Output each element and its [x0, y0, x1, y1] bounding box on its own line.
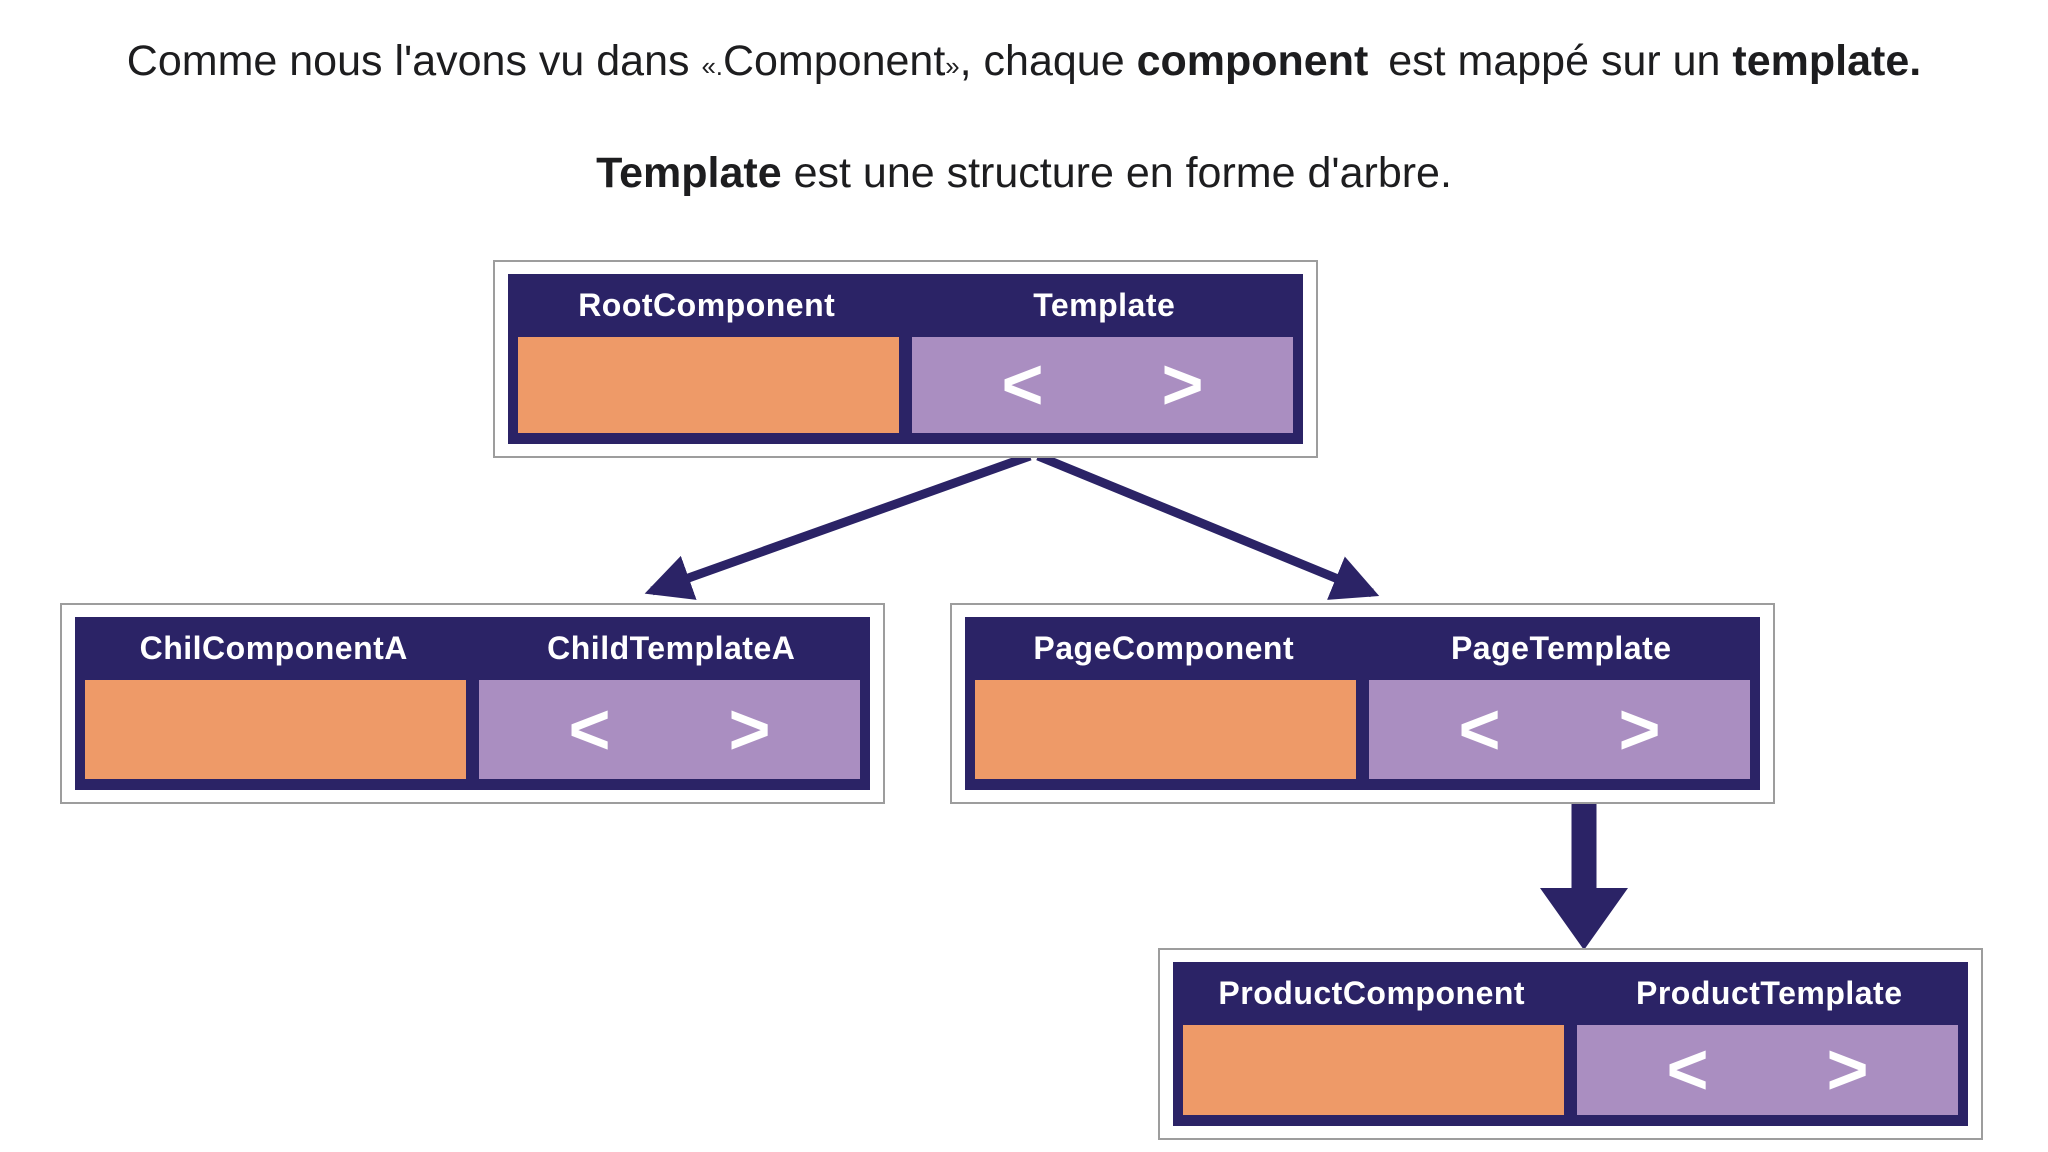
component-cell — [1183, 1025, 1564, 1115]
node-body: < > — [508, 337, 1303, 444]
template-label: PageTemplate — [1450, 630, 1672, 666]
template-cell: < > — [1577, 1025, 1958, 1115]
component-label: ProductComponent — [1218, 975, 1526, 1011]
node-pagecomponent-panel: PageComponent PageTemplate < > — [965, 617, 1760, 790]
intro-bold-component: component — [1136, 37, 1369, 85]
node-chilcomponenta-panel: ChilComponentA ChildTemplateA < > — [75, 617, 870, 790]
node-header: ChilComponentA ChildTemplateA — [75, 617, 870, 680]
left-angle-bracket-icon: < — [1001, 345, 1044, 425]
arrow-root-to-childtemplatea — [644, 451, 1032, 600]
intro-text-1: Comme nous l'avons vu dans — [126, 37, 702, 85]
intro-text-2: , chaque — [959, 37, 1137, 85]
node-header: PageComponent PageTemplate — [965, 617, 1760, 680]
component-cell — [518, 337, 899, 433]
subtitle-paragraph: Template est une structure en forme d'ar… — [0, 148, 2048, 200]
arrow-page-to-product-head — [1540, 888, 1628, 950]
subtitle-text: est une structure en forme d'arbre. — [781, 149, 1452, 197]
template-cell: < > — [479, 680, 860, 779]
component-label: ChilComponentA — [139, 630, 408, 666]
node-body: < > — [1173, 1025, 1968, 1126]
intro-quoted-word: Component — [722, 37, 946, 85]
template-cell: < > — [1369, 680, 1750, 779]
node-body: < > — [965, 680, 1760, 790]
intro-bold-template: template. — [1732, 37, 1922, 85]
component-cell — [975, 680, 1356, 779]
component-cell — [85, 680, 466, 779]
template-label: ChildTemplateA — [547, 630, 796, 666]
right-angle-bracket-icon: > — [1826, 1030, 1869, 1110]
subtitle-bold-template: Template — [596, 149, 782, 197]
node-body: < > — [75, 680, 870, 790]
right-angle-bracket-icon: > — [728, 689, 771, 770]
left-angle-bracket-icon: < — [1666, 1030, 1709, 1110]
node-rootcomponent: RootComponent Template < > — [493, 260, 1318, 458]
right-angle-bracket-icon: > — [1161, 345, 1204, 425]
node-chilcomponenta: ChilComponentA ChildTemplateA < > — [60, 603, 885, 804]
guillemet-open: «. — [701, 53, 723, 81]
node-productcomponent: ProductComponent ProductTemplate < > — [1158, 948, 1983, 1140]
node-rootcomponent-panel: RootComponent Template < > — [508, 274, 1303, 444]
component-label: PageComponent — [1033, 630, 1295, 666]
right-angle-bracket-icon: > — [1618, 689, 1661, 770]
template-cell: < > — [912, 337, 1293, 433]
arrow-root-to-pagetemplate — [1036, 451, 1380, 600]
guillemet-close: » — [945, 53, 960, 81]
intro-paragraph: Comme nous l'avons vu dans «.Component»,… — [0, 36, 2048, 88]
left-angle-bracket-icon: < — [1458, 689, 1501, 770]
node-productcomponent-panel: ProductComponent ProductTemplate < > — [1173, 962, 1968, 1126]
component-label: RootComponent — [578, 287, 836, 323]
node-header: RootComponent Template — [508, 274, 1303, 337]
intro-text-3: est mappé sur un — [1376, 37, 1733, 85]
node-pagecomponent: PageComponent PageTemplate < > — [950, 603, 1775, 804]
template-label: Template — [1033, 287, 1176, 323]
template-label: ProductTemplate — [1636, 975, 1903, 1011]
left-angle-bracket-icon: < — [568, 689, 611, 770]
node-header: ProductComponent ProductTemplate — [1173, 962, 1968, 1025]
